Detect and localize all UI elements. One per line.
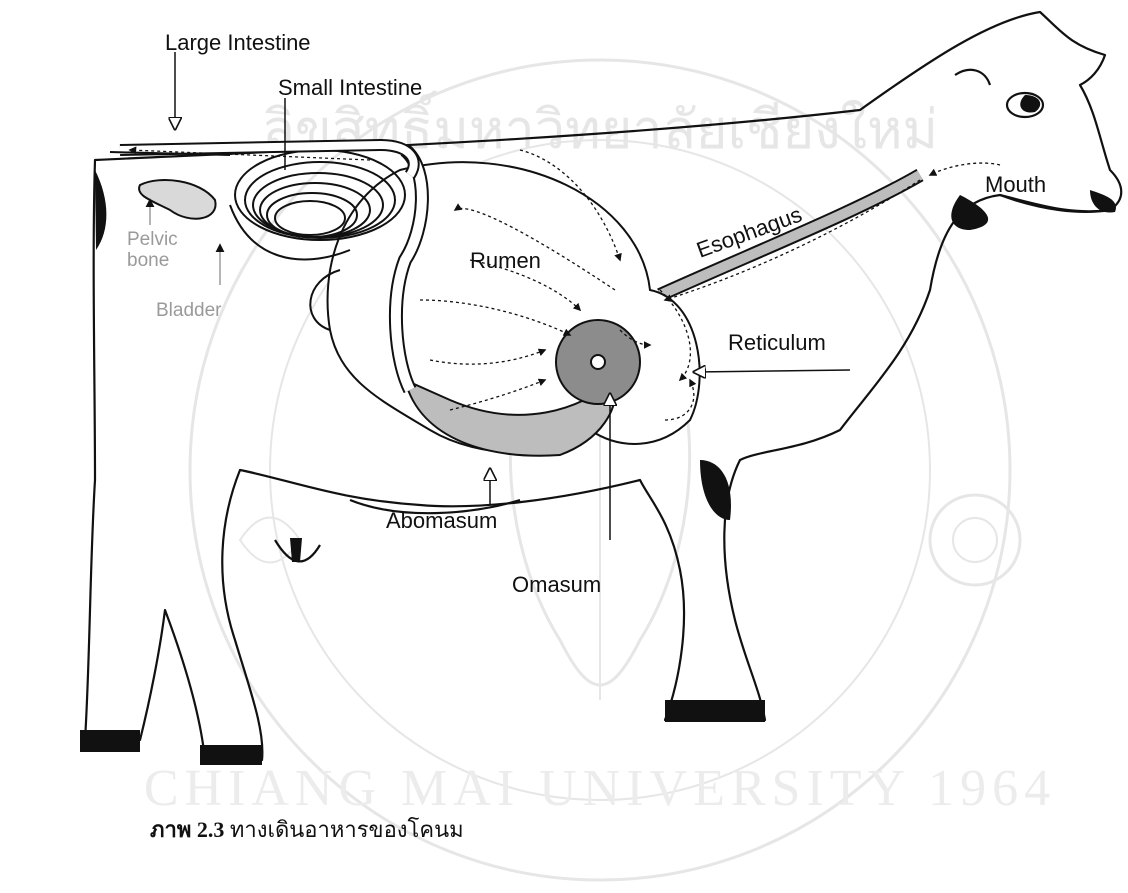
label-large-intestine: Large Intestine <box>165 30 311 55</box>
label-mouth: Mouth <box>985 172 1046 197</box>
label-rumen: Rumen <box>470 248 541 273</box>
caption-prefix: ภาพ 2.3 <box>150 817 224 842</box>
figure-caption: ภาพ 2.3 ทางเดินอาหารของโคนม <box>150 812 464 847</box>
seal-bottom-text: CHIANG MAI UNIVERSITY 1964 <box>144 760 1056 817</box>
label-small-intestine: Small Intestine <box>278 75 422 100</box>
label-pelvic-bone-line2: bone <box>127 250 169 271</box>
label-reticulum: Reticulum <box>728 330 826 355</box>
digestive-tract <box>110 145 920 456</box>
label-bladder: Bladder <box>156 300 222 321</box>
label-abomasum: Abomasum <box>386 508 497 533</box>
label-omasum: Omasum <box>512 572 601 597</box>
caption-text: ทางเดินอาหารของโคนม <box>224 817 463 842</box>
label-pelvic-bone-line1: Pelvic <box>127 229 178 250</box>
